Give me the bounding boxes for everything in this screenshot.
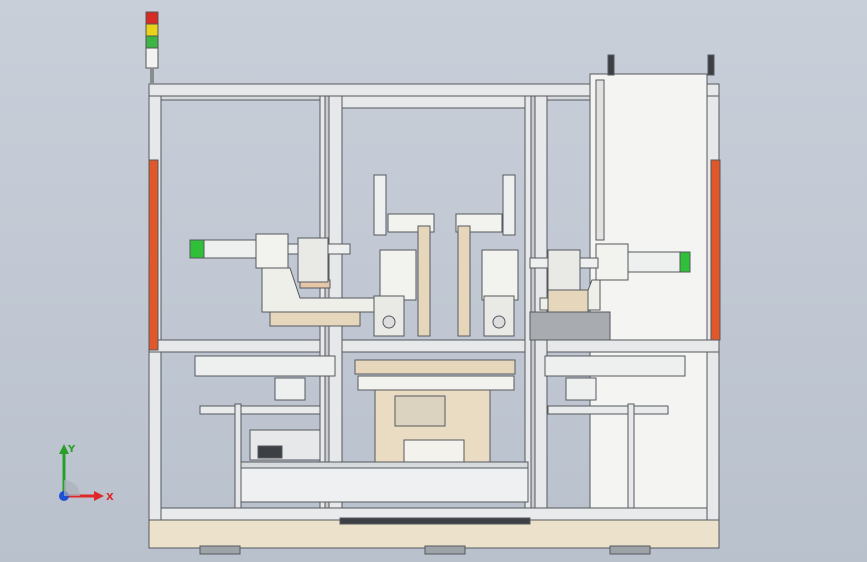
bottom-drum xyxy=(237,461,529,503)
signal-tower-icon xyxy=(145,11,159,84)
coordinate-triad-icon: Y X xyxy=(59,444,114,503)
control-cabinet xyxy=(589,73,708,341)
x-axis-label: X xyxy=(106,492,114,503)
inner-top-beam xyxy=(341,95,526,109)
right-tower xyxy=(502,174,516,236)
left-guard xyxy=(148,159,159,351)
frame-mid-beam xyxy=(148,339,720,353)
left-tower xyxy=(373,174,387,236)
y-axis-label: Y xyxy=(67,444,76,455)
right-cylinder xyxy=(624,251,686,273)
right-guard xyxy=(710,159,721,341)
base-plate xyxy=(148,519,720,549)
